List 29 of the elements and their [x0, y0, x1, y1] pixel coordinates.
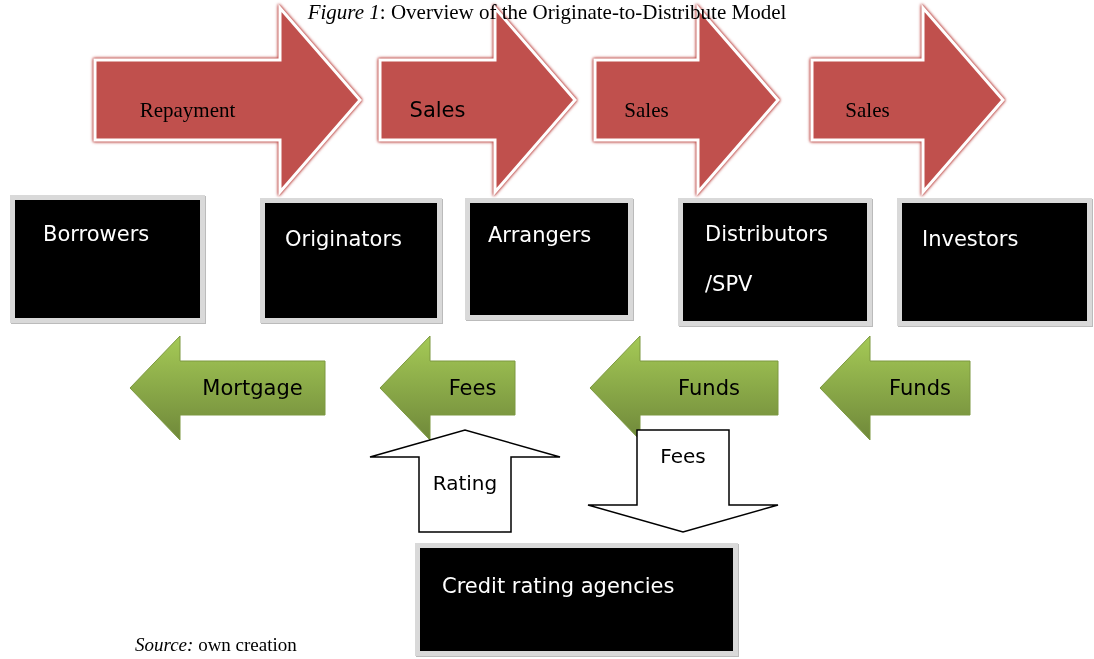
box-label: Investors [922, 227, 1019, 251]
box-label: Originators [285, 227, 402, 251]
entity-box [10, 195, 205, 323]
edge-label: Funds [889, 376, 951, 400]
edge-label: Sales [624, 97, 669, 123]
block-arrow [369, 429, 561, 533]
edge-label: Funds [678, 376, 740, 400]
edge-label: Rating [432, 470, 498, 495]
edge-label: Mortgage [202, 376, 303, 400]
edge-label: Sales [845, 97, 890, 123]
edge-label: Repayment [139, 97, 236, 123]
box-label: Credit rating agencies [442, 574, 675, 598]
box-label: Arrangers [488, 223, 592, 247]
block-arrow [819, 335, 971, 441]
edge-label: Fees [448, 376, 497, 400]
entity-box [678, 198, 872, 326]
edge-label: Sales [409, 98, 466, 122]
figure-title: Figure 1: Overview of the Originate-to-Distribute Model [306, 0, 788, 25]
source-note: Source: own creation [135, 634, 297, 656]
entity-box [415, 543, 738, 656]
block-arrow [379, 335, 516, 441]
box-label: Distributors /SPV [705, 221, 829, 299]
box-label: Borrowers [43, 222, 150, 246]
edge-label: Fees [660, 443, 706, 468]
entity-box [897, 198, 1092, 326]
block-arrow [129, 335, 326, 441]
entity-box [260, 198, 442, 323]
block-arrow [587, 429, 779, 533]
entity-box [465, 198, 633, 320]
